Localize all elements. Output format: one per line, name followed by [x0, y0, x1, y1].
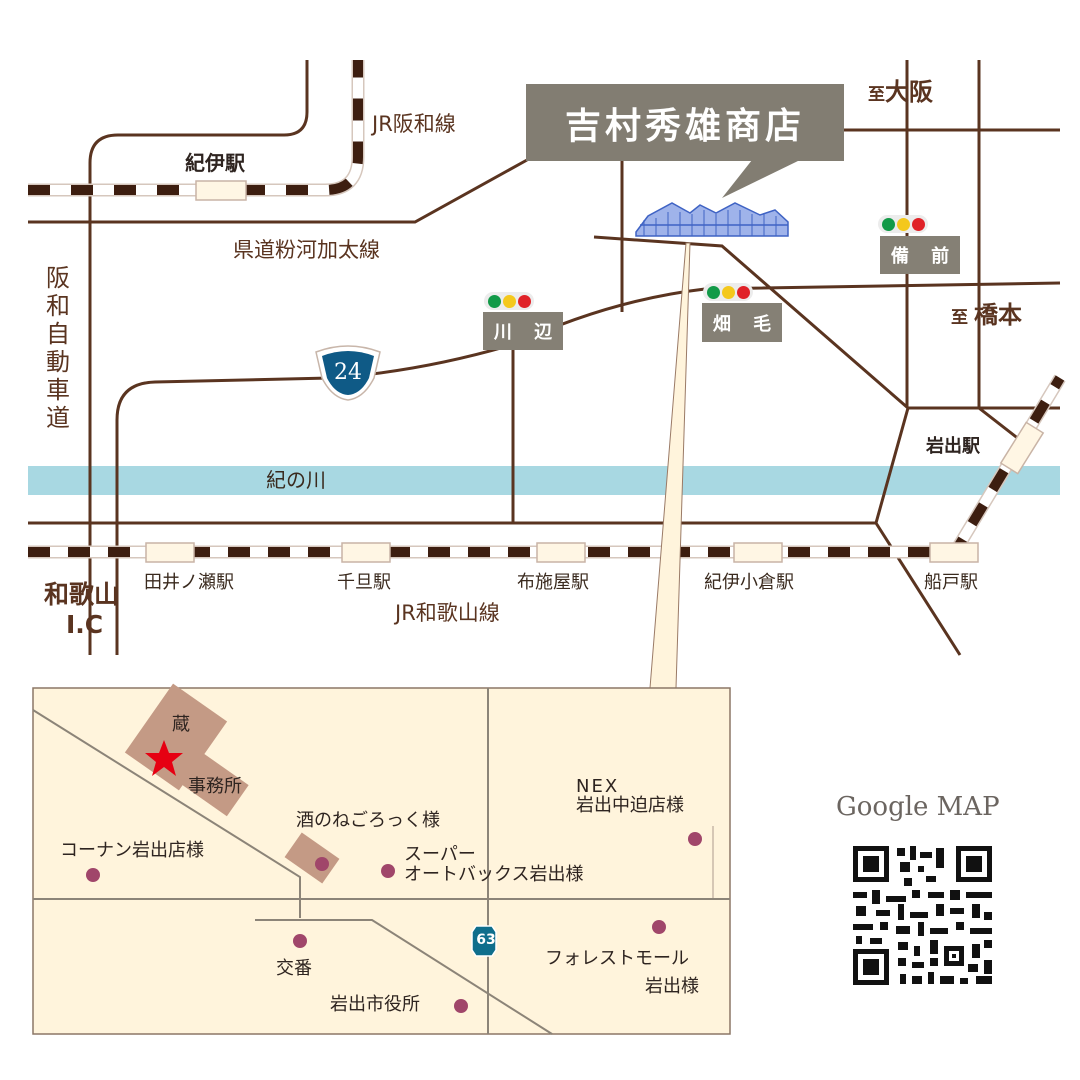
station-sengaku: 千旦駅: [337, 572, 391, 593]
route-24-number: 24: [334, 360, 362, 385]
place-forest-mall-line1: フォレストモール: [545, 948, 689, 969]
station-kiiogura: 紀伊小倉駅: [704, 572, 794, 593]
route-63-number: 63: [476, 932, 496, 948]
intersection-hatage: 畑 毛: [702, 303, 782, 342]
direction-hashimoto: 至橋本: [951, 301, 1022, 329]
roads: [28, 60, 1061, 656]
intersection-kawanabe: 川 辺: [483, 312, 563, 350]
place-negorokku: 酒のねごろっく様: [296, 810, 440, 831]
jr-hanwa-line-label: JR阪和線: [372, 112, 456, 136]
prefectural-road-label: 県道粉河加太線: [233, 238, 380, 262]
brewery-building-illustration: [635, 202, 789, 237]
station-tainose: 田井ノ瀬駅: [144, 572, 234, 593]
traffic-light-icon: [878, 215, 928, 233]
place-konan: コーナン岩出店様: [60, 840, 204, 861]
place-autobacs-line1: スーパー: [404, 844, 476, 865]
station-kii: 紀伊駅: [185, 151, 245, 175]
google-map-label: Google MAP: [836, 792, 1000, 822]
place-forest-mall-line2: 岩出様: [645, 976, 699, 997]
station-funado: 船戸駅: [924, 572, 978, 593]
detail-inset-map: [32, 683, 731, 1035]
jr-hanwa-line: [28, 60, 365, 197]
detail-leader: [649, 242, 691, 689]
brewery-name: 吉村秀雄商店: [564, 104, 805, 147]
place-city-office: 岩出市役所: [330, 994, 420, 1015]
qr-code[interactable]: [853, 846, 992, 985]
traffic-light-icon: [484, 292, 534, 310]
expressway-label: 阪 和 自 動 車 道: [46, 264, 70, 432]
kinokawa-river: [28, 466, 1060, 495]
office-label: 事務所: [188, 776, 242, 797]
star-location-icon: [145, 740, 183, 776]
interchange-label-line2: I.C: [66, 610, 104, 639]
place-nex-line1: NEX: [576, 776, 620, 797]
place-koban: 交番: [276, 958, 312, 979]
river-label: 紀の川: [266, 468, 326, 492]
direction-osaka: 至大阪: [868, 78, 933, 106]
place-autobacs-line2: オートバックス岩出様: [404, 864, 584, 885]
station-iwade: 岩出駅: [926, 436, 980, 457]
route-24-shield: [315, 345, 381, 401]
place-nex-line2: 岩出中迫店様: [576, 795, 684, 816]
jr-wakayama-line-label: JR和歌山線: [395, 601, 500, 625]
callout-pointer: [722, 160, 800, 198]
station-markers: [145, 180, 1045, 563]
brewery-name-callout: 吉村秀雄商店: [526, 84, 844, 161]
traffic-light-icon: [703, 283, 753, 301]
kura-label: 蔵: [172, 714, 190, 735]
intersection-bizen: 備 前: [880, 236, 960, 274]
station-fuseya: 布施屋駅: [517, 572, 589, 593]
interchange-label-line1: 和歌山: [44, 580, 120, 609]
